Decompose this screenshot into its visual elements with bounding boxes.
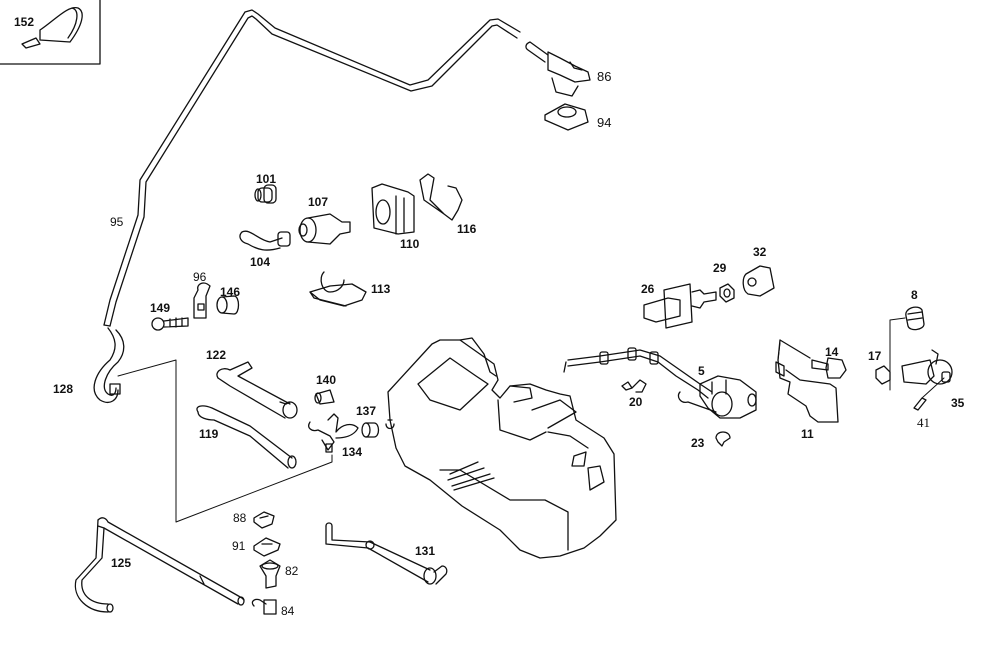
label-122: 122 [206,348,227,362]
pipe-125 [74,517,245,613]
clip-20 [621,379,647,393]
label-26: 26 [641,282,655,296]
label-96: 96 [193,270,207,284]
grommet-82 [259,559,281,589]
inset-box-cable-tie [0,0,101,65]
label-91: 91 [232,539,246,553]
label-88: 88 [233,511,247,525]
label-86: 86 [597,69,612,84]
label-128: 128 [53,382,74,396]
seal-91 [253,537,281,557]
hose-128 [93,327,125,404]
rivet-23 [715,431,731,447]
grommet-137 [361,422,380,438]
bracket-113 [309,271,367,307]
grommet-110 [371,183,415,235]
hose-122 [216,361,298,419]
label-8: 8 [911,288,918,302]
valve-86 [525,41,591,97]
label-116: 116 [457,222,477,236]
label-101: 101 [256,172,277,186]
grommet-32 [742,265,775,297]
bolt-41 [913,397,927,411]
label-137: 137 [356,404,377,418]
label-35: 35 [951,396,965,410]
label-110: 110 [400,237,420,251]
leader-lines [117,317,945,523]
label-82: 82 [285,564,299,578]
clip-88 [253,511,275,529]
clip-116 [419,173,463,221]
hose-131 [325,522,448,585]
label-107: 107 [308,195,329,209]
seal-94 [544,103,589,131]
hose-104 [239,230,291,251]
label-84: 84 [281,604,295,618]
label-119: 119 [199,427,219,441]
label-140: 140 [316,373,337,387]
label-20: 20 [629,395,643,409]
label-104: 104 [250,255,271,269]
connector-101 [254,184,277,204]
sender-26 [643,283,717,329]
nut-29 [719,283,735,303]
label-125: 125 [111,556,132,570]
valve-107 [298,213,351,245]
fuel-tank [385,337,617,559]
nut-17 [875,365,891,385]
label-32: 32 [753,245,767,259]
label-131: 131 [415,544,436,558]
cable-tie-152 [21,7,83,49]
clip-96 [193,282,211,319]
label-146: 146 [220,285,241,299]
bracket-11 [775,339,839,423]
bolt-14 [811,357,847,379]
label-17: 17 [868,349,882,363]
cap-8 [905,306,925,331]
label-5: 5 [698,364,705,378]
vent-pipe-95 [103,9,521,327]
label-23: 23 [691,436,705,450]
label-149: 149 [150,301,171,315]
cable-5 [563,347,713,399]
grommet-146 [216,295,240,315]
label-94: 94 [597,115,612,130]
pump-5 [677,375,757,419]
label-152: 152 [14,15,35,29]
label-134: 134 [342,445,363,459]
seal-140 [314,389,335,405]
hose-119 [196,405,297,469]
label-11: 11 [801,427,814,441]
label-95: 95 [110,215,124,229]
label-41: 41 [917,415,930,430]
label-113: 113 [371,282,391,296]
screw-149 [151,317,189,331]
label-14: 14 [825,345,839,359]
fitting-134 [308,413,359,453]
label-29: 29 [713,261,727,275]
bracket-35 [901,349,953,385]
connector-84 [251,598,277,615]
